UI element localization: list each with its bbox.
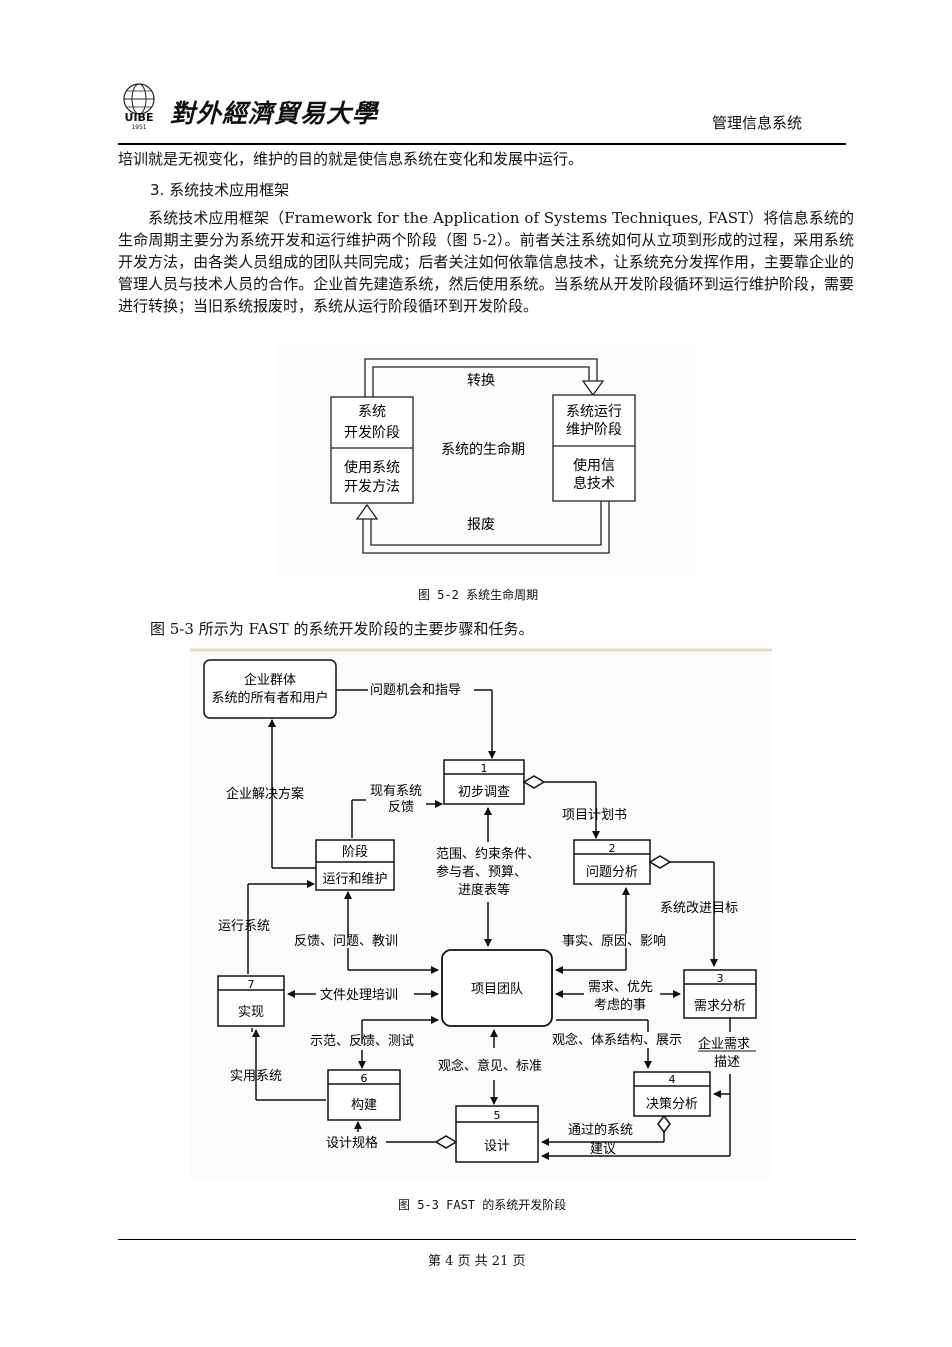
label-owners-2: 系统的所有者和用户 (211, 690, 328, 706)
label-approved-proposal-2: 建议 (590, 1142, 616, 1157)
step4-number: 4 (669, 1073, 676, 1086)
label-scope-3: 进度表等 (458, 882, 510, 898)
figure-5-2-caption: 图 5-2 系统生命周期 (418, 588, 539, 602)
step2-number: 2 (609, 842, 616, 855)
label-concepts-architecture: 观念、体系结构、展示 (552, 1032, 682, 1048)
label-transition: 转换 (467, 372, 495, 389)
logo-year: 1951 (131, 124, 146, 131)
label-facts: 事实、原因、影响 (562, 933, 666, 949)
label-business-requirement-1: 企业需求 (698, 1036, 750, 1052)
figure-lifecycle-diagram: 系统 开发阶段 使用系统 开发方法 系统运行 维护阶段 使用信 息技术 转换 系… (275, 343, 695, 575)
paragraph-maintenance: 培训就是无视变化，维护的目的就是使信息系统在变化和发展中运行。 (118, 150, 584, 168)
section-heading: 3. 系统技术应用框架 (150, 181, 290, 199)
box-step6-construction (327, 1069, 401, 1121)
step7-number: 7 (248, 978, 255, 991)
step1-label: 初步调查 (458, 785, 510, 800)
label-needs-2: 考虑的事 (594, 997, 646, 1013)
figure-fast-development-diagram: 企业群体 系统的所有者和用户 问题机会和指导 1 初步调查 现有系统 反馈 项目… (190, 648, 772, 1178)
label-project-plan: 项目计划书 (562, 808, 627, 823)
stage-label: 阶段 (342, 845, 368, 860)
label-dev-1: 系统 (358, 404, 386, 420)
university-logo-emblem: UIBE 1951 (123, 83, 155, 131)
label-opportunity: 问题机会和指导 (370, 683, 461, 698)
box-step3-requirements-analysis (683, 969, 757, 1019)
label-owners-1: 企业群体 (244, 672, 296, 688)
label-ops-it-1: 使用信 (573, 457, 615, 474)
box-step5-design (455, 1105, 539, 1163)
box-system-owners (203, 659, 337, 719)
box-project-team (441, 949, 553, 1027)
label-documentation-training: 文件处理培训 (320, 987, 398, 1003)
label-feedback-lessons: 反馈、问题、教训 (294, 933, 398, 949)
transition-arrowhead (581, 380, 605, 397)
project-team-label: 项目团队 (471, 982, 523, 997)
label-ideas-standards: 观念、意见、标准 (438, 1058, 542, 1074)
label-retire: 报废 (467, 517, 495, 533)
label-existing-system: 现有系统 (370, 784, 422, 799)
paragraph-fast-framework: 系统技术应用框架（Framework for the Application o… (118, 209, 854, 315)
label-needs-1: 需求、优先 (588, 980, 653, 995)
retire-arrowhead (355, 503, 379, 520)
page-number: 第 4 页 共 21 页 (428, 1254, 526, 1269)
step4-label: 决策分析 (646, 1096, 698, 1112)
label-dev-2: 开发阶段 (344, 425, 400, 441)
label-demo-feedback-test: 示范、反馈、测试 (310, 1034, 414, 1049)
box-step7-implementation (217, 975, 285, 1027)
label-dev-method-1: 使用系统 (344, 459, 400, 476)
figure-5-3-caption: 图 5-3 FAST 的系统开发阶段 (398, 1198, 567, 1212)
label-design-spec: 设计规格 (326, 1135, 378, 1151)
step2-label: 问题分析 (586, 865, 638, 880)
step1-number: 1 (481, 762, 488, 775)
label-ops-1: 系统运行 (566, 404, 622, 420)
step3-number: 3 (717, 972, 724, 985)
label-ops-it-2: 息技术 (573, 475, 615, 492)
step7-label: 实现 (238, 1005, 264, 1020)
label-business-requirement-2: 描述 (714, 1055, 740, 1070)
step5-label: 设计 (484, 1139, 510, 1154)
university-name: 對外經濟貿易大學 (170, 99, 379, 128)
step5-number: 5 (494, 1109, 501, 1122)
box-development-phase (330, 396, 414, 504)
footer-rule (118, 1239, 856, 1240)
label-scope-2: 参与者、预算、 (436, 864, 527, 880)
step3-label: 需求分析 (694, 999, 746, 1014)
course-title: 管理信息系统 (712, 114, 803, 132)
box-operation-phase (552, 394, 636, 502)
label-approved-proposal-1: 通过的系统 (568, 1122, 633, 1138)
box-stage-operations (315, 839, 395, 891)
label-improvement-goal: 系统改进目标 (660, 901, 738, 916)
step6-number: 6 (361, 1072, 368, 1085)
box-step1-preliminary-investigation (443, 759, 525, 805)
label-ops-2: 维护阶段 (566, 422, 622, 438)
label-feedback: 反馈 (388, 800, 414, 815)
stage-operations-label: 运行和维护 (322, 872, 387, 887)
label-business-solution: 企业解决方案 (226, 786, 304, 802)
step6-label: 构建 (351, 1098, 377, 1113)
label-dev-method-2: 开发方法 (344, 479, 400, 495)
box-step4-decision-analysis (633, 1071, 711, 1117)
label-practical-system: 实用系统 (230, 1069, 282, 1084)
label-scope-1: 范围、约束条件、 (436, 846, 540, 862)
header-rule (118, 143, 846, 145)
label-lifecycle: 系统的生命期 (441, 441, 525, 458)
logo-abbr: UIBE (125, 111, 154, 124)
paragraph-figure-5-3-intro: 图 5-3 所示为 FAST 的系统开发阶段的主要步骤和任务。 (150, 620, 534, 638)
label-operational-system: 运行系统 (218, 919, 270, 934)
